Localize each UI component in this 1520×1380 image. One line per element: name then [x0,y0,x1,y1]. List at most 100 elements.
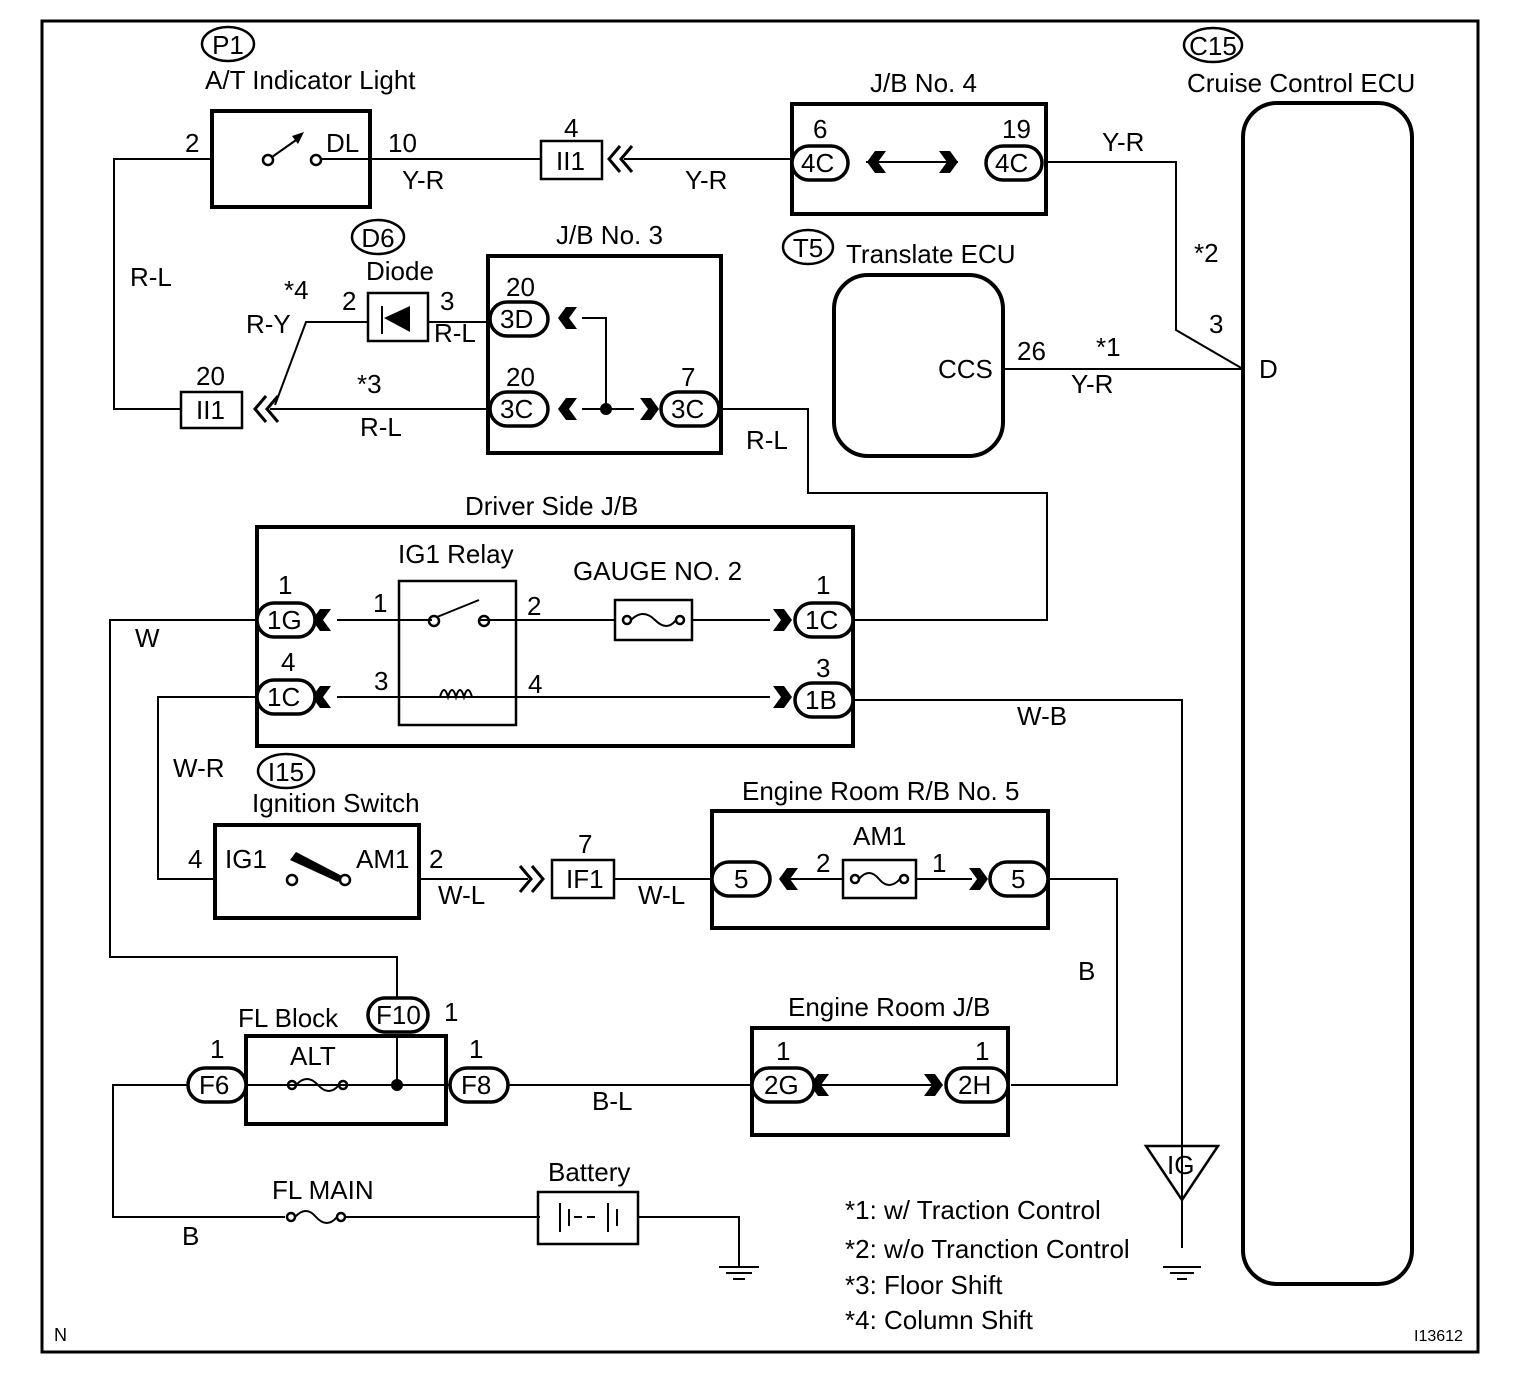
cruise-ecu-title: Cruise Control ECU [1187,68,1415,98]
wire-color-rb5-erjb: B [1078,956,1095,986]
note-1: *1: w/ Traction Control [845,1195,1101,1225]
jb3-box [486,254,723,455]
am1-fuse-box [841,858,918,900]
jb4-right-pin: 19 [1002,114,1031,144]
ig-symbol-label: IG [1167,1150,1194,1180]
jb3-3c7-conn: 3C [671,394,704,424]
driver-jb-1c-right-pin: 1 [816,570,830,600]
note-3: *3: Floor Shift [845,1270,1003,1300]
diode-title: Diode [366,256,434,286]
corner-right: I13612 [1414,1328,1463,1345]
marker-2: *2 [1194,238,1219,268]
ignition-pin-in: 4 [188,844,202,874]
fl-block-f10-pin: 1 [444,997,458,1027]
jb3-3d-pin: 20 [506,272,535,302]
ig1-relay-box [397,579,518,727]
cruise-ecu-terminal: D [1259,354,1278,384]
at-indicator-pin-in: 2 [185,128,199,158]
corner-left: N [54,1325,67,1345]
ignition-switch-code: I15 [268,757,304,787]
ig1-relay-pin4: 4 [528,669,542,699]
wire-color-diode-left: R-Y [246,309,291,339]
cruise-ecu-pin: 3 [1209,309,1223,339]
jb3-3c-pin: 20 [506,362,535,392]
fl-block-f6-pin: 1 [210,1034,224,1064]
at-indicator-code: P1 [212,30,244,60]
driver-jb-1c-pin: 4 [281,647,295,677]
marker-1: *1 [1096,332,1121,362]
battery-title: Battery [548,1157,630,1187]
note-4: *4: Column Shift [845,1305,1034,1335]
cruise-ecu-box [1241,101,1414,1286]
driver-jb-box [255,525,855,748]
wire-color-if1-rb5: W-L [638,880,685,910]
ignition-switch-box [213,823,421,920]
component-codes: P1 C15 D6 T5 I15 [200,25,1244,790]
translate-ecu-terminal: CCS [938,354,993,384]
if1-label: IF1 [566,864,604,894]
ii1-left-box [179,390,244,430]
wire-color-fl-erjb: B-L [592,1086,632,1116]
fl-block-title: FL Block [238,1003,339,1033]
wire-color-jb3-out: R-L [746,425,788,455]
jb3-3c-conn: 3C [500,394,533,424]
at-indicator-box [210,109,372,209]
diode-pin-b: 3 [440,286,454,316]
fl-block-f10: F10 [376,1000,421,1030]
driver-jb-1c-conn: 1C [267,682,300,712]
er-rb5-fuse: AM1 [853,821,906,851]
ignition-ig1: IG1 [225,844,267,874]
ii1-top-box [539,139,604,181]
fl-block-f8: F8 [461,1070,491,1100]
translate-ecu-pin: 26 [1017,336,1046,366]
er-jb-g-pin: 1 [776,1036,790,1066]
diode-pin-a: 2 [342,286,356,316]
driver-jb-title: Driver Side J/B [465,491,638,521]
ii1-top-pin: 4 [564,113,578,143]
battery-box [536,1190,640,1246]
wire-color-ii1-jb4: Y-R [685,165,727,195]
driver-jb-1g-conn: 1G [267,605,302,635]
gauge-fuse-box [613,598,694,642]
er-jb-g-conn: 2G [764,1070,799,1100]
symbols [253,132,1221,1280]
driver-jb-1g-pin: 1 [278,570,292,600]
er-rb5-pin2: 2 [816,848,830,878]
jb4-left-conn: 4C [801,148,834,178]
ig1-relay-pin1: 1 [373,588,387,618]
fl-block-fuse: ALT [290,1041,336,1071]
driver-jb-1c-right-conn: 1C [805,605,838,635]
er-rb5-pin1: 1 [932,848,946,878]
diode-code: D6 [361,223,394,253]
wire-color-relay-coil: W-R [173,753,225,783]
wire-color-dl-out: Y-R [402,165,444,195]
marker-3: *3 [357,369,382,399]
gauge-title: GAUGE NO. 2 [573,556,742,586]
if1-pin: 7 [578,829,592,859]
note-2: *2: w/o Tranction Control [845,1234,1130,1264]
wire-color-diode-right: R-L [434,318,476,348]
jb3-title: J/B No. 3 [556,220,663,250]
er-rb5-left-conn: 5 [734,864,748,894]
diagram-frame [40,19,1480,1354]
jb4-title: J/B No. 4 [870,68,977,98]
cruise-ecu-code: C15 [1189,31,1237,61]
er-rb5-right-conn: 5 [1011,864,1025,894]
ii1-top-label: II1 [556,146,585,176]
ig1-relay-pin2: 2 [527,591,541,621]
er-jb-title: Engine Room J/B [788,992,990,1022]
fl-main-title: FL MAIN [272,1175,374,1205]
wire-color-jb4-ecu: Y-R [1102,127,1144,157]
ii1-left-label: II1 [196,395,225,425]
translate-ecu-box [832,273,1005,458]
jb4-right-conn: 4C [995,148,1028,178]
fl-block-f8-pin: 1 [469,1034,483,1064]
translate-ecu-code: T5 [793,233,823,263]
component-boxes [179,101,1414,1286]
at-indicator-terminal: DL [326,128,359,158]
wire-color-relay-in: W [135,623,160,653]
fl-block-box [244,1034,448,1126]
ii1-left-pin: 20 [196,361,225,391]
if1-box [550,858,616,900]
